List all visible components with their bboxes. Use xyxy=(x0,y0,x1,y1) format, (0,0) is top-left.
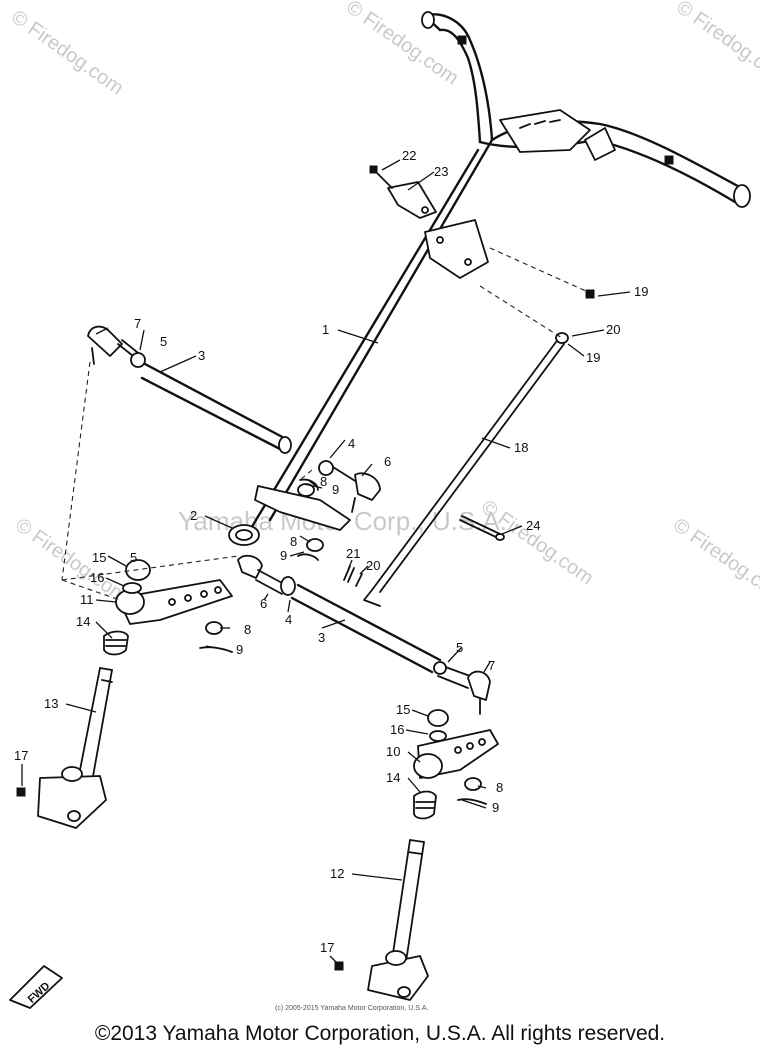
callout-17-left: 17 xyxy=(14,748,28,763)
callout-8-left: 8 xyxy=(244,622,251,637)
callout-14-right: 14 xyxy=(386,770,400,785)
callout-22: 22 xyxy=(402,148,416,163)
callout-19-lower: 19 xyxy=(586,350,600,365)
clamp-bracket xyxy=(369,165,437,219)
steering-column xyxy=(248,138,494,532)
callout-20-upper: 20 xyxy=(606,322,620,337)
callout-19-upper: 19 xyxy=(634,284,648,299)
assembly-guide-lines xyxy=(61,247,589,601)
watermark-mid-left: © Firedog.com xyxy=(11,514,131,607)
callout-2: 2 xyxy=(190,508,197,523)
callout-10: 10 xyxy=(386,744,400,759)
ball-joint-upper xyxy=(297,460,381,513)
steering-arm-left xyxy=(115,559,233,653)
callout-21: 21 xyxy=(346,546,360,561)
callout-1: 1 xyxy=(322,322,329,337)
callout-5-lower: 5 xyxy=(456,640,463,655)
callout-9-right: 9 xyxy=(492,800,499,815)
callout-16-right: 16 xyxy=(390,722,404,737)
watermark-top-right: © Firedog.com xyxy=(672,0,760,89)
fine-print-copyright: (c) 2005-2015 Yamaha Motor Corporation, … xyxy=(275,1005,428,1012)
callout-6-upper: 6 xyxy=(384,454,391,469)
callout-16-left: 16 xyxy=(90,570,104,585)
watermark-top-center: © Firedog.com xyxy=(342,0,462,89)
copyright-notice: ©2013 Yamaha Motor Corporation, U.S.A. A… xyxy=(94,1022,666,1045)
callout-8-upper: 8 xyxy=(320,474,327,489)
callout-17-right: 17 xyxy=(320,940,334,955)
callout-4-lower: 4 xyxy=(285,612,292,627)
tie-rod-lower xyxy=(290,583,491,715)
callout-20-lower: 20 xyxy=(366,558,380,573)
watermark-mid-right: © Firedog.com xyxy=(669,514,760,607)
callout-4-upper: 4 xyxy=(348,436,355,451)
ball-joint-lower xyxy=(237,538,324,596)
callout-9-left: 9 xyxy=(236,642,243,657)
callout-3-lower: 3 xyxy=(318,630,325,645)
callout-9-upper: 9 xyxy=(332,482,339,497)
callout-8-mid: 8 xyxy=(290,534,297,549)
column-lower-bracket xyxy=(228,485,351,546)
callout-13: 13 xyxy=(44,696,58,711)
callout-5-upper: 5 xyxy=(160,334,167,349)
callout-15-right: 15 xyxy=(396,702,410,717)
callout-12: 12 xyxy=(330,866,344,881)
steering-arm-right xyxy=(413,709,499,805)
callout-18: 18 xyxy=(514,440,528,455)
callout-7-upper: 7 xyxy=(134,316,141,331)
watermark-top-left: © Firedog.com xyxy=(7,6,127,99)
callout-5-left: 5 xyxy=(130,550,137,565)
callout-8-right: 8 xyxy=(496,780,503,795)
cotter-pins xyxy=(343,565,363,587)
callout-leaders xyxy=(21,159,631,965)
callout-labels: 1 2 3 3 4 4 5 5 5 6 6 7 7 8 8 8 8 9 9 9 … xyxy=(14,148,648,955)
callout-9-mid: 9 xyxy=(280,548,287,563)
tie-rod-upper xyxy=(87,325,292,454)
callout-15-left: 15 xyxy=(92,550,106,565)
spindle-right xyxy=(334,790,437,1001)
spindle-left xyxy=(16,630,129,829)
pin xyxy=(459,515,505,541)
callout-7-lower: 7 xyxy=(488,658,495,673)
forward-arrow: FWD xyxy=(9,965,63,1009)
callout-3-upper: 3 xyxy=(198,348,205,363)
callout-6-lower: 6 xyxy=(260,596,267,611)
callout-14-left: 14 xyxy=(76,614,90,629)
callout-24: 24 xyxy=(526,518,540,533)
handlebar xyxy=(421,11,751,208)
callout-11: 11 xyxy=(80,592,94,607)
watermark-layer: © Firedog.com © Firedog.com © Firedog.co… xyxy=(7,0,760,607)
callout-23: 23 xyxy=(434,164,448,179)
long-rod xyxy=(363,289,595,607)
